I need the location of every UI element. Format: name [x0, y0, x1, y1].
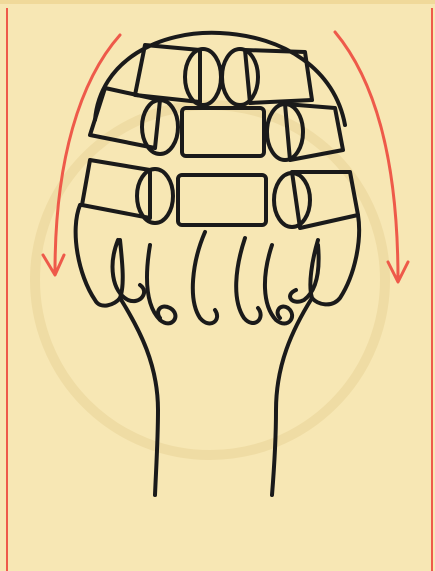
- roller-end-low-1: [137, 169, 173, 223]
- pin-curl-4: [236, 238, 260, 323]
- roller-end-top-1: [185, 49, 221, 105]
- roller-end-top-2: [222, 49, 258, 105]
- roller-mid-center: [182, 108, 264, 156]
- roller-low-center: [178, 175, 266, 225]
- left-arrow-head-icon: [43, 255, 64, 275]
- pin-curl-5: [265, 245, 292, 323]
- right-arrow-shaft: [335, 32, 398, 280]
- pin-curls: [113, 232, 319, 323]
- pin-curl-1: [113, 240, 145, 301]
- neck-right-line: [272, 298, 312, 495]
- pin-curl-3: [193, 232, 217, 323]
- nape-hair-left: [76, 205, 123, 306]
- roller-row-bottom: [82, 160, 358, 228]
- neck-left-line: [120, 298, 158, 495]
- roller-row-top: [135, 45, 312, 105]
- pin-curl-2: [147, 245, 175, 323]
